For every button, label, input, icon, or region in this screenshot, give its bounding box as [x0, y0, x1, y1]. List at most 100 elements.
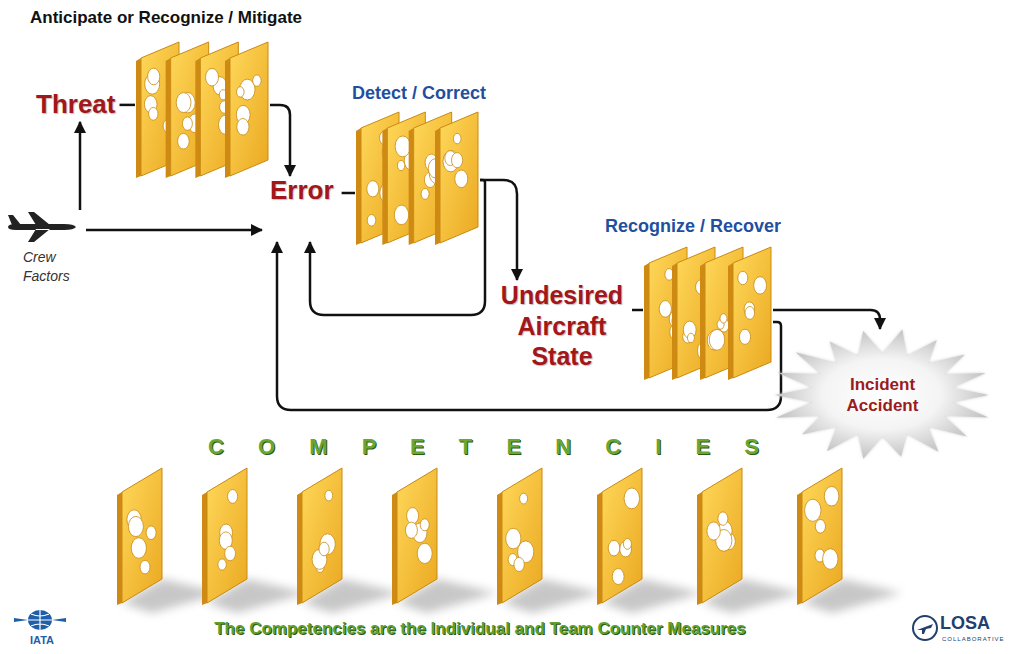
node-label: Crew Factors: [23, 248, 81, 286]
cheese-hole: [709, 329, 724, 350]
cheese-slice: [440, 112, 478, 243]
error-node: Error: [262, 176, 342, 242]
cheese-hole: [367, 181, 379, 197]
logo-subtext: COLLABORATIVE: [942, 636, 1005, 642]
cheese-hole: [131, 538, 146, 559]
cheese-edge: [700, 263, 705, 380]
cheese-edge: [297, 492, 302, 605]
logo-text: LOSA: [940, 613, 990, 634]
threat-node: Threat: [32, 88, 119, 122]
cheese-hole: [420, 519, 429, 531]
node-label: Error: [270, 176, 334, 206]
cheese-hole: [237, 87, 245, 97]
barrier-stack: Detect / Correct: [355, 110, 480, 245]
caption: The Competencies are the Individual and …: [150, 619, 810, 639]
cheese-edge: [597, 492, 602, 605]
cheese-hole: [805, 499, 821, 521]
cheese-hole: [739, 329, 750, 344]
cheese-slice: [702, 468, 742, 603]
crew-node: Crew Factors: [6, 210, 86, 286]
cheese-edge: [672, 263, 677, 380]
outcome-burst: Incident Accident: [765, 325, 1000, 465]
cheese-hole: [720, 314, 727, 323]
cheese-hole: [624, 488, 639, 509]
cheese-edge: [697, 492, 702, 605]
cheese-hole: [176, 93, 191, 113]
cheese-edge: [136, 58, 141, 178]
cheese-hole: [397, 160, 404, 170]
cheese-stack: [643, 245, 773, 380]
cheese-hole: [453, 133, 461, 143]
losa-logo: [913, 616, 937, 640]
node-label: Undesired Aircraft State: [492, 280, 632, 372]
cheese-hole: [455, 170, 468, 188]
cheese-slice: [602, 468, 642, 603]
cheese-slice: [207, 468, 247, 603]
cheese-hole: [325, 490, 333, 501]
cheese-hole: [718, 512, 728, 525]
starburst: [765, 325, 1000, 465]
cheese-hole: [612, 569, 624, 585]
flow-arrow: [270, 105, 290, 176]
cheese-stack: [135, 40, 270, 178]
globe-lines: [28, 610, 52, 630]
cheese-hole: [394, 205, 408, 225]
wings: [14, 618, 66, 622]
cheese-hole: [225, 546, 236, 561]
cheese-hole: [237, 119, 249, 136]
cheese-hole: [206, 68, 219, 86]
cheese-hole: [815, 520, 825, 534]
cheese-hole: [218, 559, 226, 570]
cheese-edge: [195, 58, 200, 178]
cheese-edge: [644, 263, 649, 380]
cheese-edge: [797, 492, 802, 605]
cheese-hole: [520, 493, 528, 504]
node-label: Incident Accident: [833, 374, 933, 417]
flow-arrow: [342, 192, 355, 195]
cheese-hole: [823, 549, 838, 570]
cheese-hole: [623, 539, 631, 550]
cheese-hole: [417, 543, 432, 563]
flow-arrow: [86, 229, 262, 232]
cheese-hole: [149, 107, 158, 120]
cheese-slice: [502, 468, 542, 603]
cheese-hole: [405, 522, 417, 538]
cheese-slice: [397, 468, 437, 603]
cheese-hole: [707, 522, 720, 540]
cheese-hole: [128, 516, 143, 536]
cheese-hole: [506, 528, 521, 549]
logo-plane: [917, 624, 933, 634]
barrier-stack: Recognize / Recover: [643, 245, 773, 380]
flow-arrow: [277, 242, 781, 410]
cheese-edge: [435, 128, 440, 245]
logo-text: IATA: [30, 634, 54, 646]
barrier-stack: Anticipate or Recognize / Mitigate: [135, 40, 270, 178]
cheese-hole: [178, 133, 190, 149]
cheese-hole: [608, 540, 620, 556]
cheese-hole: [745, 307, 755, 320]
section-heading: C O M P E T E N C I E S: [208, 434, 773, 460]
cheese-edge: [382, 128, 387, 245]
cheese-edge: [728, 263, 733, 380]
stack-heading: Detect / Correct: [352, 83, 486, 104]
cheese-edge: [356, 128, 361, 245]
cheese-hole: [754, 277, 767, 294]
cheese-slice: [733, 247, 771, 378]
cheese-hole: [407, 508, 419, 524]
globe: [28, 610, 52, 630]
cheese-hole: [319, 542, 329, 556]
competency-slices: [117, 468, 902, 613]
flow-arrow: [120, 104, 136, 107]
cheese-hole: [140, 560, 150, 574]
flow-arrow: [773, 310, 880, 329]
cheese-hole: [687, 333, 694, 342]
cheese-edge: [392, 492, 397, 605]
iata-logo: [14, 610, 66, 630]
node-label: Threat: [36, 90, 115, 120]
cheese-hole: [395, 136, 410, 157]
flow-arrow: [79, 122, 82, 210]
burst-shape: [775, 329, 989, 458]
cheese-slice: [122, 468, 162, 603]
cheese-hole: [146, 526, 156, 540]
